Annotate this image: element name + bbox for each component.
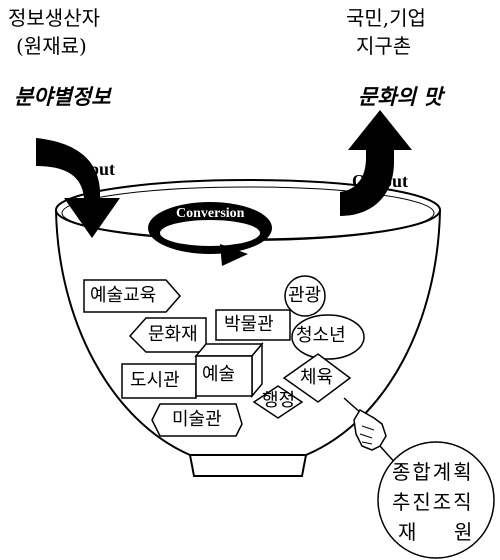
pointing-hand-icon — [353, 408, 387, 451]
output-arrow — [340, 110, 412, 216]
input-label: Input — [72, 159, 116, 179]
plan-line-1: 종합계획 — [392, 460, 474, 484]
consumer-label: 국민,기업 — [346, 6, 426, 30]
taste-of-culture-label: 문화의 맛 — [358, 84, 443, 109]
plan-line-3-left: 재 — [398, 520, 419, 544]
item-cheyuk: 체육 — [300, 367, 334, 388]
raw-material-label: (원재료) — [16, 34, 87, 58]
item-gwangwang: 관광 — [288, 285, 322, 306]
item-misulgwan: 미술관 — [172, 409, 222, 430]
bowl-foot — [189, 454, 307, 477]
shape-haengjeong — [252, 385, 304, 419]
item-bakmulgwan: 박물관 — [224, 314, 274, 335]
item-yesul: 예술 — [202, 364, 236, 385]
conversion-arrowhead — [220, 244, 248, 266]
shape-cheyuk — [282, 353, 352, 403]
shape-yesul-cube — [194, 343, 264, 357]
plan-line-2: 추진조직 — [392, 490, 474, 514]
plan-line-3-right: 원 — [454, 520, 475, 544]
shape-yesul-gyoyuk — [83, 279, 181, 313]
shape-munhwajae — [128, 317, 207, 353]
shape-yesul-cube-front — [195, 355, 253, 397]
bowl-body — [55, 209, 441, 456]
shape-misulgwan — [151, 403, 243, 437]
item-yesul-gyoyuk: 예술교육 — [90, 285, 157, 306]
output-label: Output — [352, 171, 409, 191]
shape-cheongsonyeon — [291, 314, 365, 360]
shape-gwangwang — [284, 275, 326, 317]
conversion-ring-inner — [160, 220, 260, 246]
shape-doseogwan — [121, 363, 197, 399]
plan-circle — [377, 441, 495, 559]
item-doseogwan: 도시관 — [130, 370, 180, 391]
global-village-label: 지구촌 — [356, 34, 412, 58]
conversion-label: Conversion — [176, 206, 245, 221]
hand-fingers — [359, 425, 375, 445]
item-haengjeong: 행정 — [262, 390, 296, 411]
field-info-label: 분야별정보 — [14, 84, 111, 109]
item-munhwajae: 문화재 — [148, 324, 198, 345]
input-arrow — [36, 138, 120, 238]
item-cheongsonyeon: 청소년 — [296, 325, 346, 346]
producer-label: 정보생산자 — [8, 6, 100, 30]
shape-bakmulgwan — [215, 309, 291, 341]
